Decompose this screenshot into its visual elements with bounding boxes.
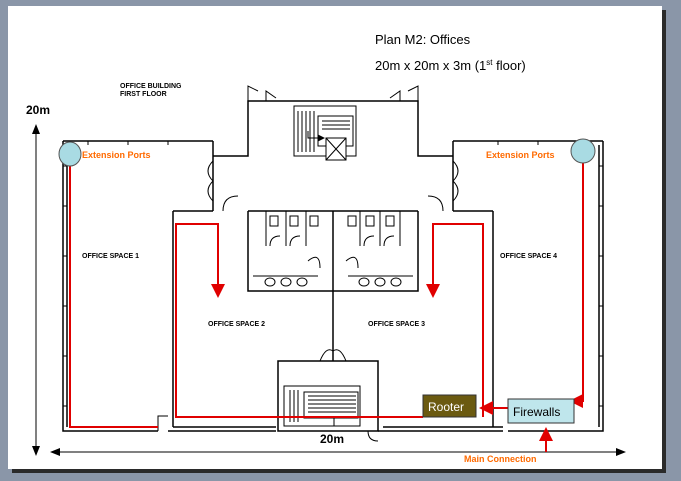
office-space-3-label: OFFICE SPACE 3 [368,321,425,328]
extension-port-right-icon[interactable] [570,138,596,164]
plan-dimensions-text: 20m x 20m x 3m (1st floor) [375,58,526,73]
height-arrow-bottom [32,446,40,456]
building-label-line2: FIRST FLOOR [120,91,167,98]
extension-port-left-icon[interactable] [58,141,82,167]
office-space-2-label: OFFICE SPACE 2 [208,321,265,328]
width-arrow-right [616,448,626,456]
upper-staircase [293,105,357,161]
door-swings [157,85,459,442]
firewall-box[interactable]: Firewalls [507,398,575,424]
network-cabling [69,159,584,452]
cable-space-3 [426,223,484,417]
firewall-label: Firewalls [513,405,560,419]
outer-walls [62,100,604,432]
building-label-line1: OFFICE BUILDING [120,83,182,90]
height-dimension-label: 20m [26,103,50,117]
extension-ports-right-label: Extension Ports [486,150,555,160]
height-arrow-top [32,124,40,134]
router-box[interactable]: Rooter [422,394,477,418]
toilet-block [253,211,413,287]
slide-frame: Plan M2: Offices 20m x 20m x 3m (1st flo… [8,6,662,469]
floor-plan-diagram: Plan M2: Offices 20m x 20m x 3m (1st flo… [26,32,626,464]
router-label: Rooter [428,400,464,414]
cable-left-perimeter [69,159,158,428]
wall-windows [63,141,603,407]
lower-staircase [283,385,361,427]
width-arrow-left [50,448,60,456]
cable-space-2 [175,223,423,418]
office-space-1-label: OFFICE SPACE 1 [82,253,139,260]
cable-right-perimeter [569,159,584,408]
office-space-4-label: OFFICE SPACE 4 [500,253,557,260]
width-dimension-label: 20m [320,432,344,446]
main-connection-label: Main Connection [464,454,537,464]
plan-title: Plan M2: Offices [375,32,471,47]
extension-ports-left-label: Extension Ports [82,150,151,160]
